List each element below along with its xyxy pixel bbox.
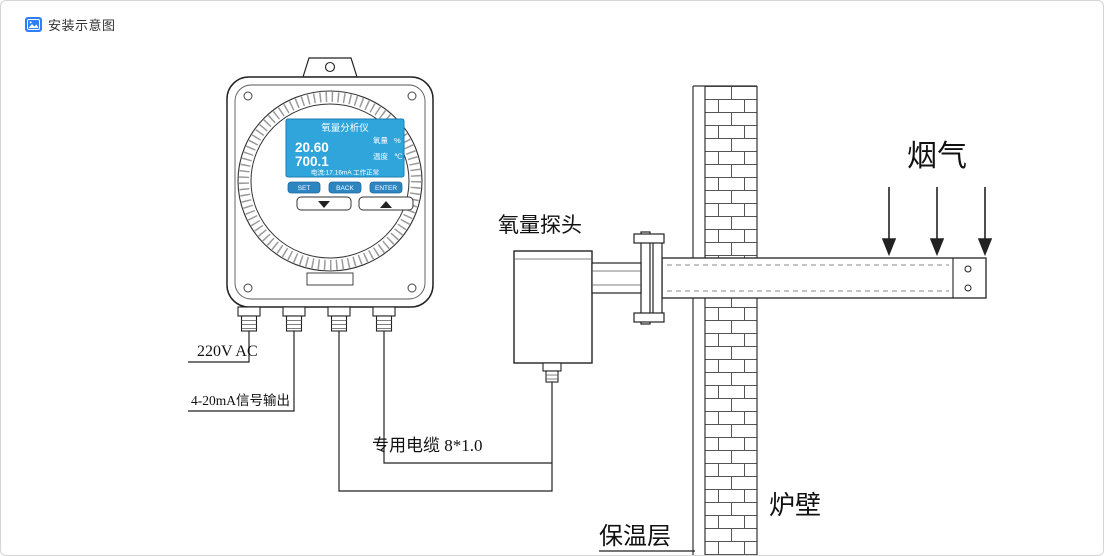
nameplate	[306, 272, 354, 286]
cable-glands	[237, 306, 396, 332]
analyzer-keypad: SET BACK ENTER	[287, 181, 414, 211]
back-button	[328, 181, 362, 194]
probe-label: 氧量探头	[498, 213, 582, 237]
temp-label: 温度	[373, 151, 388, 161]
enter-button	[369, 181, 403, 194]
analyzer-screen: 氧量分析仪 20.60 氧量 % 700.1 温度 ℃ 电流:17.16mA 工…	[285, 118, 405, 178]
wiring	[188, 331, 695, 552]
oxygen-analyzer: 氧量分析仪 20.60 氧量 % 700.1 温度 ℃ 电流:17.16mA 工…	[226, 57, 434, 332]
section-header: 安装示意图	[25, 15, 116, 34]
oxygen-unit: %	[394, 136, 401, 145]
brick-wall	[705, 86, 757, 555]
signal-wire	[188, 331, 295, 412]
power-label: 220V AC	[197, 343, 258, 360]
pipe-hidden-lines	[667, 264, 949, 292]
screen-title: 氧量分析仪	[321, 122, 369, 134]
furnace-wall	[692, 85, 758, 555]
wall-outline	[692, 85, 758, 555]
furnace-wall-label: 炉壁	[769, 491, 821, 520]
flue-gas-arrows	[881, 187, 993, 257]
set-button-label: SET	[298, 185, 311, 192]
bezel-ring-ticks	[239, 92, 421, 270]
oxygen-value: 20.60	[295, 140, 329, 155]
oxygen-label: 氧量	[373, 135, 388, 145]
power-wire	[188, 331, 250, 363]
back-button-label: BACK	[336, 185, 354, 192]
flue-gas-label: 烟气	[907, 140, 967, 173]
oxygen-probe-head	[513, 250, 642, 383]
flange-bolt-bottom	[633, 312, 665, 323]
cable-label: 专用电缆 8*1.0	[372, 436, 483, 455]
cable-gland-probe	[542, 362, 562, 372]
flue-gas-arrow	[929, 187, 945, 257]
temp-value: 700.1	[295, 154, 329, 169]
corner-screws	[243, 91, 417, 293]
picture-icon	[25, 17, 42, 32]
probe-pipe	[661, 257, 987, 299]
section-title: 安装示意图	[48, 18, 116, 33]
flue-gas-arrow	[881, 187, 897, 257]
screen-status: 电流:17.16mA 工作正常	[311, 168, 379, 177]
pipe-hole-bottom	[964, 284, 972, 292]
enter-button-label: ENTER	[375, 185, 397, 192]
flue-gas-arrow	[977, 187, 993, 257]
flange-bolt-top	[633, 233, 665, 244]
mounting-flange	[633, 231, 665, 325]
set-button	[287, 181, 321, 194]
signal-output-label: 4-20mA信号输出	[191, 393, 290, 408]
insulation-label: 保温层	[599, 523, 671, 550]
pipe-hole-top	[964, 265, 972, 273]
probe-cable-2	[383, 331, 552, 464]
temp-unit: ℃	[394, 152, 403, 161]
mounting-hole	[324, 61, 336, 73]
up-arrow-icon	[380, 201, 392, 208]
probe-cable	[338, 331, 553, 492]
down-arrow-icon	[318, 201, 330, 208]
